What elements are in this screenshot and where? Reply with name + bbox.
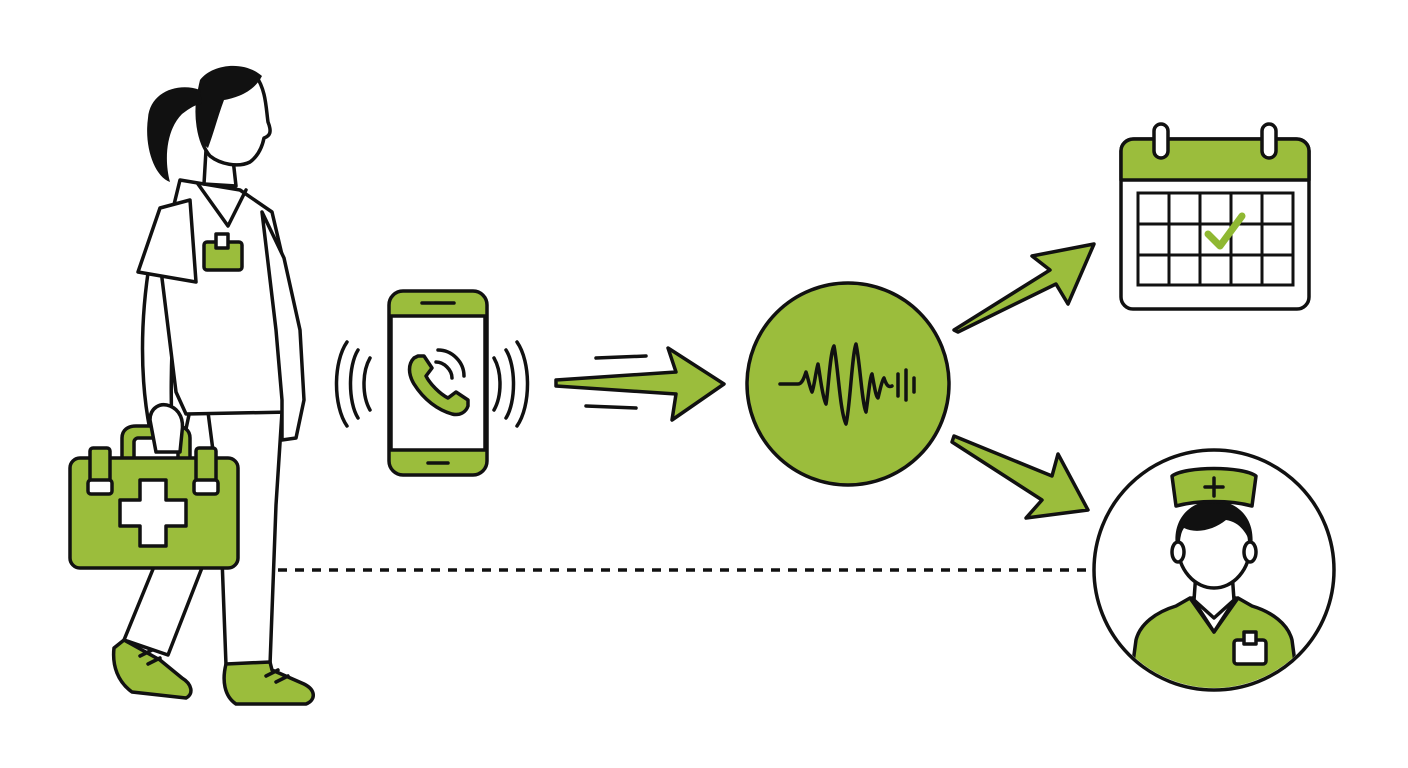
phone-handset-icon — [407, 354, 470, 417]
checkmark-icon — [1204, 212, 1246, 250]
walking-nurse-icon — [111, 65, 315, 706]
arrow-phone-to-voice — [554, 346, 726, 422]
nurse-ponytail — [147, 87, 202, 182]
ringing-smartphone-icon — [334, 289, 530, 477]
calendar-grid — [1136, 191, 1295, 287]
cap-cross-icon — [1203, 476, 1225, 498]
arrow-voice-to-calendar — [952, 242, 1096, 334]
arrow-voice-to-avatar — [950, 434, 1090, 520]
nurse-hair — [195, 65, 262, 148]
waveform — [778, 342, 894, 426]
back-shoe — [111, 638, 193, 700]
voice-waveform-icon — [745, 281, 951, 487]
nurse-avatar-icon — [1092, 448, 1336, 692]
calendar-with-checkmark-icon — [1119, 122, 1311, 311]
medical-kit-icon — [68, 403, 240, 570]
front-shoe — [222, 660, 315, 706]
medical-cross-icon — [118, 478, 188, 548]
